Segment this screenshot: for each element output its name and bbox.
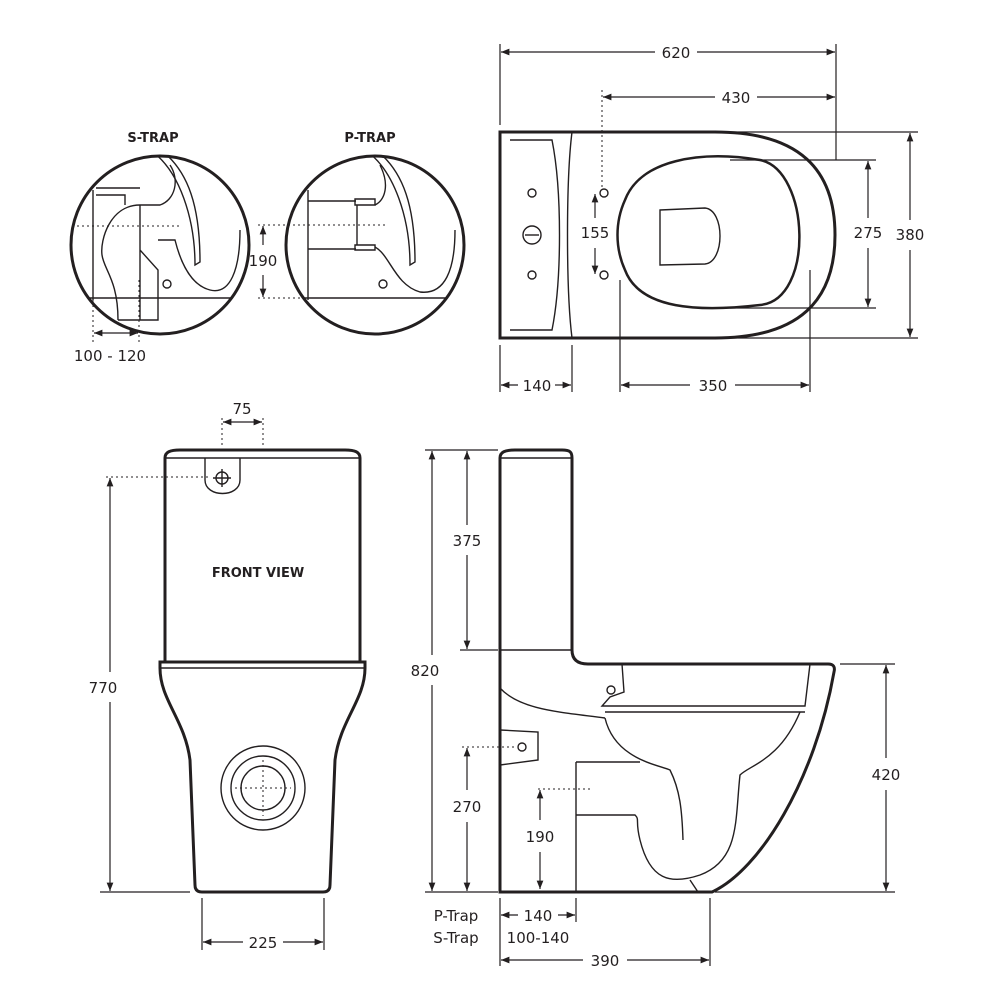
dim-100-120: 100 - 120: [74, 347, 146, 365]
dim-420: 420: [872, 766, 901, 784]
dim-100-140-strap: 100-140: [507, 929, 570, 947]
mounting-hole: [527, 188, 537, 198]
dim-430: 430: [722, 89, 751, 107]
inlet-hole: [517, 742, 527, 752]
mounting-hole: [527, 270, 537, 280]
s-trap-label: S-Trap: [433, 929, 478, 947]
front-view: FRONT VIEW 75 770 225: [89, 400, 367, 952]
dim-380: 380: [896, 226, 925, 244]
dim-270: 270: [453, 798, 482, 816]
p-trap-title: P-TRAP: [344, 131, 395, 146]
flush-button-icon: [522, 225, 542, 245]
p-trap-label: P-Trap: [434, 907, 479, 925]
seat-hole: [599, 188, 609, 198]
front-view-title: FRONT VIEW: [212, 566, 304, 581]
dim-820: 820: [411, 662, 440, 680]
dim-225: 225: [249, 934, 278, 952]
dim-620: 620: [662, 44, 691, 62]
dim-770: 770: [89, 679, 118, 697]
dim-350: 350: [699, 377, 728, 395]
dim-155: 155: [581, 224, 610, 242]
seat-hole: [599, 270, 609, 280]
dim-390: 390: [591, 952, 620, 970]
p-trap-detail: P-TRAP 190: [249, 131, 466, 336]
s-trap-detail: S-TRAP 100 - 120: [69, 131, 251, 365]
s-trap-title: S-TRAP: [127, 131, 178, 146]
dim-75: 75: [232, 400, 251, 418]
side-view: 820 375 420 270 190 140 100-140 P-Trap S…: [411, 448, 901, 970]
dim-190-ptrap: 190: [249, 252, 278, 270]
dim-140-ptrap: 140: [524, 907, 553, 925]
dim-190: 190: [526, 828, 555, 846]
top-view: 620 430 380 275 155 140 350: [498, 44, 925, 395]
dim-375: 375: [453, 532, 482, 550]
dim-140: 140: [523, 377, 552, 395]
outlet-ring: [220, 745, 306, 831]
dim-275: 275: [854, 224, 883, 242]
